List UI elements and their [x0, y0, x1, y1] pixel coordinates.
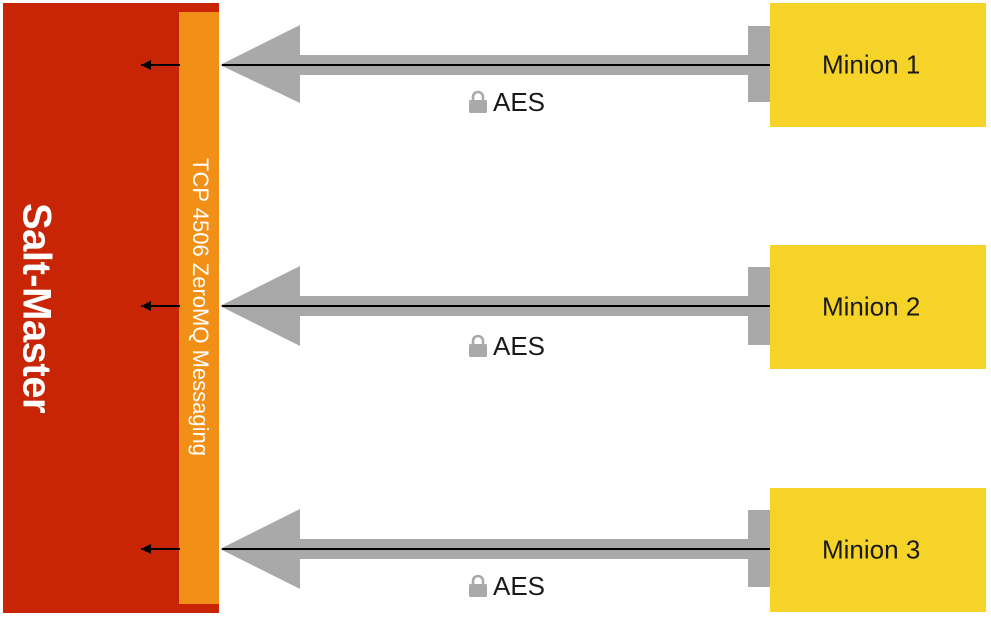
minion-2-box: Minion 2 — [770, 245, 986, 369]
encryption-text: AES — [493, 330, 546, 361]
lock-icon — [469, 574, 487, 597]
minion-2-label: Minion 2 — [822, 291, 921, 322]
lock-icon — [469, 334, 487, 357]
minion-3-label: Minion 3 — [822, 534, 921, 565]
minion-1-label: Minion 1 — [822, 49, 921, 80]
connection-minion-1 — [141, 25, 796, 103]
transport-bar — [179, 12, 219, 604]
connection-minion-2 — [141, 266, 796, 346]
connection-minion-3 — [141, 509, 796, 589]
minion-3-box: Minion 3 — [770, 488, 986, 612]
lock-icon — [469, 90, 487, 113]
encryption-text: AES — [493, 570, 546, 601]
encryption-label-2: AES — [468, 331, 545, 361]
encryption-label-3: AES — [468, 571, 545, 601]
encryption-label-1: AES — [468, 87, 545, 117]
encryption-text: AES — [493, 86, 546, 117]
minion-1-box: Minion 1 — [770, 3, 986, 127]
